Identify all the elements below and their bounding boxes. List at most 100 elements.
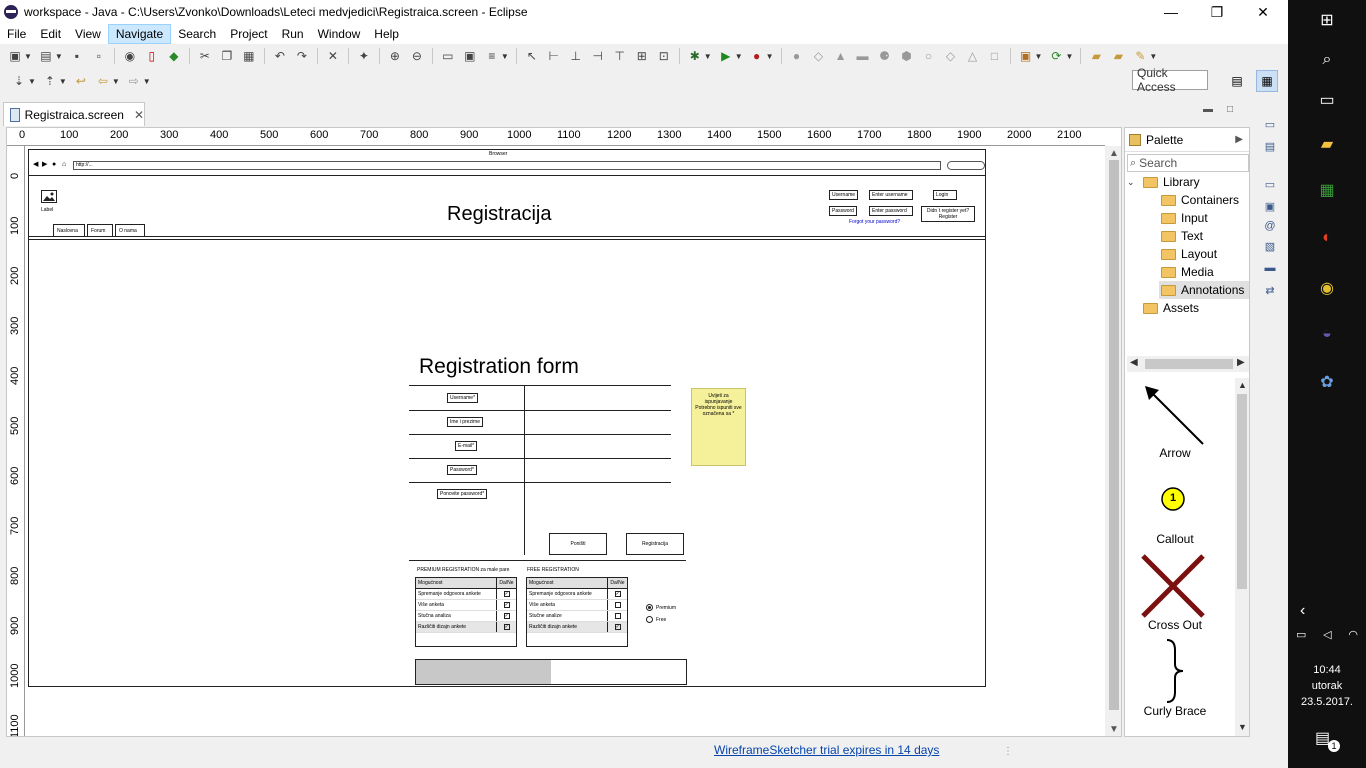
callout-shape-icon[interactable]	[1160, 486, 1186, 512]
scroll-thumb[interactable]	[1109, 160, 1119, 710]
menu-run[interactable]: Run	[281, 27, 304, 41]
editor-tab[interactable]: Registraica.screen ✕	[3, 102, 145, 126]
tree-item-text[interactable]: Text	[1161, 227, 1203, 245]
scroll-up-icon[interactable]: ▲	[1238, 380, 1247, 390]
align-left-icon[interactable]: ⊢	[548, 49, 559, 63]
menu-window[interactable]: Window	[317, 27, 361, 41]
menu-view[interactable]: View	[75, 27, 101, 41]
search-icon[interactable]: ⌕	[1322, 51, 1332, 68]
scroll-left-icon[interactable]: ◀	[1130, 357, 1138, 368]
back-icon[interactable]: ⇦	[97, 74, 108, 88]
align-icon[interactable]: ≡	[488, 49, 496, 63]
save-icon[interactable]: ▪	[74, 49, 79, 63]
scroll-thumb[interactable]	[1237, 394, 1247, 589]
ccleaner-icon[interactable]: ◐	[1322, 229, 1332, 246]
shape-blob-icon[interactable]: ⬢	[901, 49, 912, 63]
next-annotation-dropdown-icon[interactable]: ▼	[28, 76, 36, 86]
palette-item-arrow[interactable]: Arrow	[1159, 446, 1191, 460]
task-view-icon[interactable]: ▭	[1319, 92, 1335, 109]
select-icon[interactable]: ↖	[526, 49, 537, 63]
last-edit-icon[interactable]: ↩	[75, 74, 86, 88]
taskbar-clock[interactable]: 10:44 utorak 23.5.2017.	[1288, 662, 1366, 710]
palette-item-cross-out[interactable]: Cross Out	[1147, 618, 1202, 632]
delete-icon[interactable]: ✕	[327, 49, 338, 63]
refresh-icon[interactable]: ⟳	[1051, 49, 1062, 63]
align-right-icon[interactable]: ⊣	[592, 49, 603, 63]
redo-icon[interactable]: ↷	[296, 49, 307, 63]
shape-node-icon[interactable]: ⚈	[879, 49, 890, 63]
pen-icon[interactable]: ✎	[1135, 49, 1146, 63]
back-dropdown-icon[interactable]: ▼	[111, 76, 120, 86]
palette-horizontal-scrollbar[interactable]: ◀ ▶	[1127, 356, 1249, 372]
tree-item-library[interactable]: ⌄ Library	[1127, 173, 1200, 191]
scroll-down-icon[interactable]: ▼	[1109, 724, 1119, 735]
spreadsheet-app-icon[interactable]: ▦	[1319, 182, 1335, 199]
run-external-icon[interactable]: ●	[752, 49, 761, 63]
align-center-icon[interactable]: ⊥	[570, 49, 581, 63]
menu-project[interactable]: Project	[230, 27, 268, 41]
run-dropdown-icon[interactable]: ▼	[734, 51, 743, 61]
shape-rect-icon[interactable]: ▬	[856, 49, 869, 63]
new-icon[interactable]: ▣	[9, 49, 21, 63]
problems-view-icon[interactable]: ▣	[1264, 200, 1276, 213]
storyboard-icon[interactable]: ▣	[464, 49, 476, 63]
restore-icon[interactable]: ▭	[1264, 178, 1276, 191]
forward-icon[interactable]: ⇨	[128, 74, 139, 88]
align-top-icon[interactable]: ⊤	[614, 49, 625, 63]
align-bottom-icon[interactable]: ⊡	[658, 49, 669, 63]
shape-triangle2-icon[interactable]: △	[967, 49, 978, 63]
action-center-icon[interactable]: ▤	[1315, 730, 1331, 747]
scroll-right-icon[interactable]: ▶	[1237, 357, 1245, 368]
close-tab-icon[interactable]: ✕	[133, 107, 144, 122]
package-dropdown-icon[interactable]: ▼	[1034, 51, 1043, 61]
javadoc-view-icon[interactable]: @	[1264, 220, 1276, 232]
run-external-dropdown-icon[interactable]: ▼	[765, 51, 774, 61]
palette-vertical-scrollbar[interactable]: ▲ ▼	[1235, 378, 1249, 736]
zoom-out-icon[interactable]: ⊖	[411, 49, 422, 63]
camera-icon[interactable]: ◉	[124, 49, 136, 63]
tree-item-media[interactable]: Media	[1161, 263, 1214, 281]
scroll-thumb[interactable]	[1145, 359, 1233, 369]
menu-search[interactable]: Search	[178, 27, 217, 41]
debug-icon[interactable]: ✱	[689, 49, 700, 63]
chrome-icon[interactable]: ◉	[1320, 280, 1334, 297]
refresh-dropdown-icon[interactable]: ▼	[1065, 51, 1074, 61]
minimize-view-icon[interactable]: ▬	[1203, 104, 1213, 115]
menu-help[interactable]: Help	[374, 27, 399, 41]
scroll-down-icon[interactable]: ▼	[1238, 722, 1247, 732]
eclipse-taskbar-icon[interactable]: ◒	[1322, 325, 1332, 342]
debug-dropdown-icon[interactable]: ▼	[703, 51, 712, 61]
shape-diamond2-icon[interactable]: ◇	[945, 49, 956, 63]
palette-item-callout[interactable]: Callout	[1156, 532, 1194, 546]
close-button[interactable]: ✕	[1257, 3, 1269, 20]
wireframe-canvas[interactable]: Browser ◀ ▶ ● ⌂ http://... Label Registr…	[26, 147, 1105, 736]
paste-icon[interactable]: ▦	[243, 49, 255, 63]
windows-start-icon[interactable]: ⊞	[1320, 12, 1334, 29]
zoom-in-icon[interactable]: ⊕	[389, 49, 400, 63]
quick-access-input[interactable]: Quick Access	[1132, 66, 1208, 94]
shape-circle-icon[interactable]: ●	[792, 49, 801, 63]
menu-file[interactable]: File	[7, 27, 27, 41]
align-middle-icon[interactable]: ⊞	[636, 49, 647, 63]
open-dropdown-icon[interactable]: ▼	[54, 51, 63, 61]
share-icon[interactable]: ◆	[169, 49, 179, 63]
arrow-shape-icon[interactable]	[1143, 384, 1207, 448]
shape-square-icon[interactable]: □	[990, 49, 999, 63]
cross-out-shape-icon[interactable]	[1141, 554, 1205, 618]
wifi-icon[interactable]: ◠	[1348, 629, 1358, 641]
show-hidden-icons-chevron[interactable]: ‹	[1300, 602, 1306, 619]
paint-app-icon[interactable]: ✿	[1320, 374, 1334, 391]
shape-ellipse-icon[interactable]: ○	[924, 49, 933, 63]
tree-item-input[interactable]: Input	[1161, 209, 1208, 227]
maximize-button[interactable]: ❐	[1210, 3, 1224, 20]
scroll-up-icon[interactable]: ▲	[1109, 148, 1119, 159]
palette-collapse-icon[interactable]: ▶	[1235, 134, 1243, 145]
align-dropdown-icon[interactable]: ▼	[500, 51, 509, 61]
palette-item-curly-brace[interactable]: Curly Brace	[1143, 704, 1207, 718]
minimize-button[interactable]: —	[1164, 4, 1178, 20]
expand-arrow-icon[interactable]: ⌄	[1127, 176, 1135, 187]
package-icon[interactable]: ▣	[1019, 49, 1032, 63]
preview-icon[interactable]: ▭	[442, 49, 454, 63]
open-folder-icon[interactable]: ▰	[1091, 49, 1101, 63]
progress-view-icon[interactable]: ⇄	[1265, 284, 1275, 297]
